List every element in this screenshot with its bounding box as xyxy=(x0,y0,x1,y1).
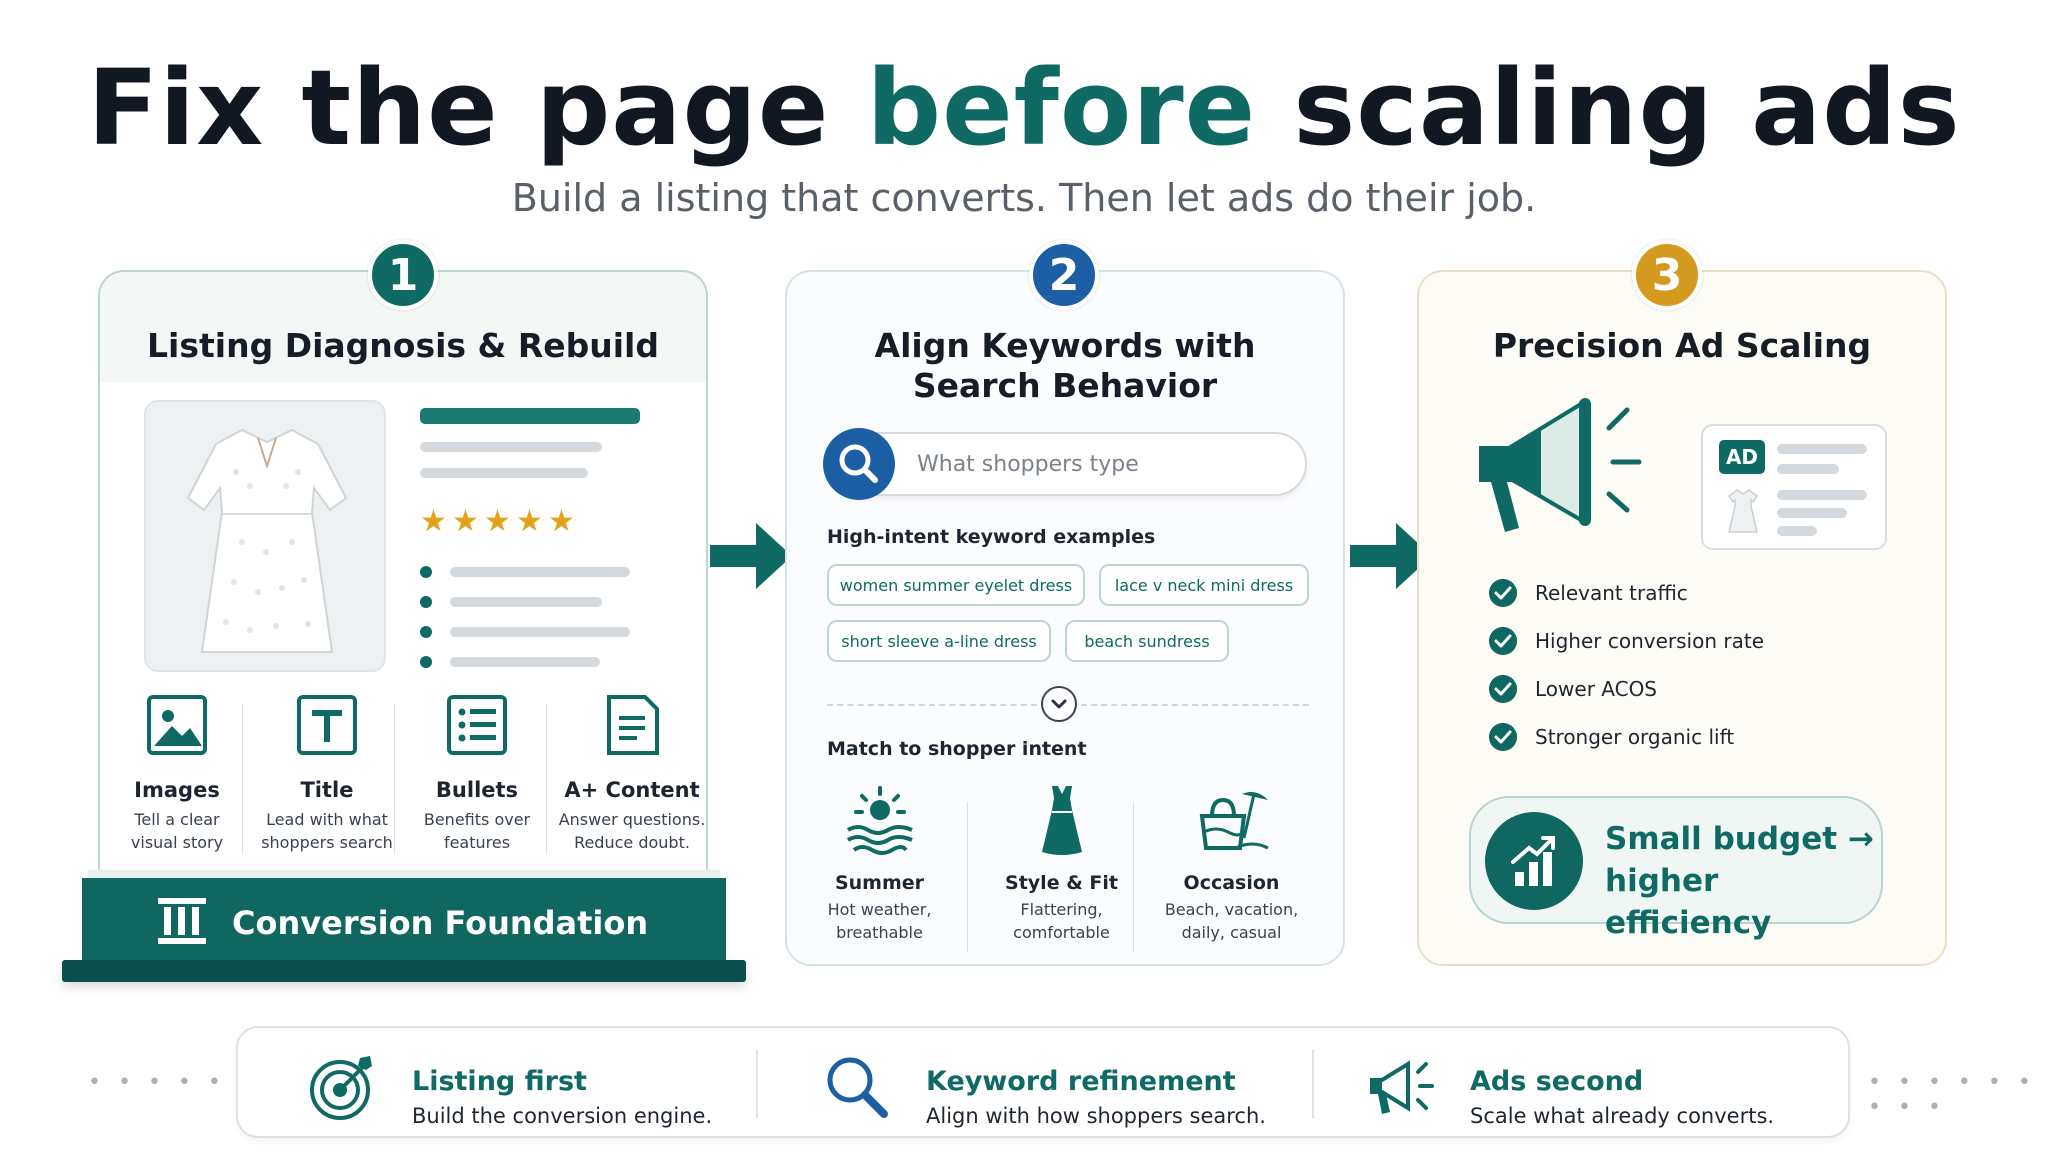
intent-label: Match to shopper intent xyxy=(827,738,1087,760)
ad-preview-card: AD xyxy=(1701,424,1887,550)
intent-summer: Summer Hot weather,breathable xyxy=(797,782,962,944)
title-part-2: scaling ads xyxy=(1256,47,1961,169)
plinth-base xyxy=(62,960,746,982)
intent-title: Style & Fit xyxy=(1005,872,1118,894)
growth-chart-icon xyxy=(1485,812,1583,910)
step3-card: Precision Ad Scaling AD Relevant traffic… xyxy=(1417,270,1947,966)
beach-bag-icon xyxy=(1199,792,1269,850)
title-accent: before xyxy=(866,47,1257,169)
document-icon xyxy=(607,695,659,755)
listing-text-preview: ★ ★ ★ ★ ★ xyxy=(420,402,660,672)
expand-button[interactable] xyxy=(1041,686,1077,722)
dots-decoration: • • • • • • • • • xyxy=(1868,1070,2036,1120)
step1-title: Listing Diagnosis & Rebuild xyxy=(147,326,659,365)
feature-label: Title xyxy=(300,778,354,802)
chevron-down-icon xyxy=(1051,699,1067,709)
pillars-icon xyxy=(158,898,206,944)
title-icon xyxy=(297,695,357,755)
feature-label: Images xyxy=(134,778,220,802)
intent-title: Occasion xyxy=(1183,872,1280,894)
intent-occasion: Occasion Beach, vacation,daily, casual xyxy=(1149,782,1314,944)
page-title: Fix the page before scaling ads xyxy=(0,48,2048,168)
sun-waves-icon xyxy=(846,786,913,855)
summary-desc: Align with how shoppers search. xyxy=(926,1104,1266,1128)
foundation-label: Conversion Foundation xyxy=(232,904,649,942)
search-icon xyxy=(839,444,878,483)
check-icon xyxy=(1489,627,1517,655)
search-icon xyxy=(827,1057,888,1118)
feature-a-plus-content: A+ Content Answer questions.Reduce doubt… xyxy=(552,694,712,854)
check-icon xyxy=(1489,579,1517,607)
ad-tag: AD xyxy=(1719,440,1765,474)
step1-badge: 1 xyxy=(368,240,438,310)
feature-label: Bullets xyxy=(435,778,519,802)
product-image xyxy=(144,400,386,672)
target-icon xyxy=(310,1056,372,1120)
summary-desc: Build the conversion engine. xyxy=(412,1104,713,1128)
megaphone-icon xyxy=(1479,398,1642,532)
search-input[interactable]: What shoppers type xyxy=(823,428,1307,500)
benefit-item: Lower ACOS xyxy=(1489,674,1657,704)
intent-desc: Flattering,comfortable xyxy=(1013,900,1110,942)
summary-title: Ads second xyxy=(1470,1066,1644,1097)
keyword-chip[interactable]: women summer eyelet dress xyxy=(827,564,1085,606)
star-icon: ★ xyxy=(516,504,543,539)
search-button[interactable] xyxy=(823,428,895,500)
feature-label: A+ Content xyxy=(564,778,700,802)
star-icon: ★ xyxy=(484,504,511,539)
summary-title: Listing first xyxy=(412,1066,587,1097)
check-icon xyxy=(1489,723,1517,751)
star-icon: ★ xyxy=(420,504,447,539)
step1-card: Listing Diagnosis & Rebuild ★ ★ ★ ★ ★ xyxy=(98,270,708,966)
pill-text: Small budget →higher efficiency xyxy=(1605,821,1874,941)
image-icon xyxy=(147,695,207,755)
intent-desc: Hot weather,breathable xyxy=(827,900,932,942)
intent-title: Summer xyxy=(834,872,925,894)
check-icon xyxy=(1489,675,1517,703)
star-icon: ★ xyxy=(548,504,575,539)
step2-badge: 2 xyxy=(1029,240,1099,310)
step3-badge: 3 xyxy=(1632,240,1702,310)
dress-thumbnail-icon xyxy=(1727,489,1759,533)
bullets-icon xyxy=(447,695,507,755)
keyword-chip[interactable]: lace v neck mini dress xyxy=(1099,564,1309,606)
keyword-chip[interactable]: short sleeve a-line dress xyxy=(827,620,1051,662)
keywords-label: High-intent keyword examples xyxy=(827,526,1156,548)
summary-bar: Listing first Build the conversion engin… xyxy=(236,1026,1850,1138)
intent-style-fit: Style & Fit Flattering,comfortable xyxy=(979,782,1144,944)
page-subtitle: Build a listing that converts. Then let … xyxy=(511,176,1537,220)
benefit-item: Stronger organic lift xyxy=(1489,722,1734,752)
benefit-item: Relevant traffic xyxy=(1489,578,1688,608)
keyword-chip[interactable]: beach sundress xyxy=(1065,620,1229,662)
feature-desc: Answer questions.Reduce doubt. xyxy=(558,810,706,852)
efficiency-pill: Small budget →higher efficiency xyxy=(1469,796,1883,941)
intent-desc: Beach, vacation,daily, casual xyxy=(1164,900,1299,942)
megaphone-icon xyxy=(1370,1060,1434,1114)
dress-icon xyxy=(1041,786,1082,855)
search-placeholder: What shoppers type xyxy=(917,452,1139,477)
conversion-foundation-plinth xyxy=(82,878,726,970)
arrow-right-icon xyxy=(1350,523,1432,589)
step3-title: Precision Ad Scaling xyxy=(1492,326,1872,365)
arrow-right-icon xyxy=(710,523,792,589)
star-icon: ★ xyxy=(452,504,479,539)
title-part-1: Fix the page xyxy=(87,47,867,169)
summary-desc: Scale what already converts. xyxy=(1470,1104,1775,1128)
summary-title: Keyword refinement xyxy=(926,1066,1236,1097)
dress-photo-icon xyxy=(186,428,348,653)
benefit-item: Higher conversion rate xyxy=(1489,626,1764,656)
